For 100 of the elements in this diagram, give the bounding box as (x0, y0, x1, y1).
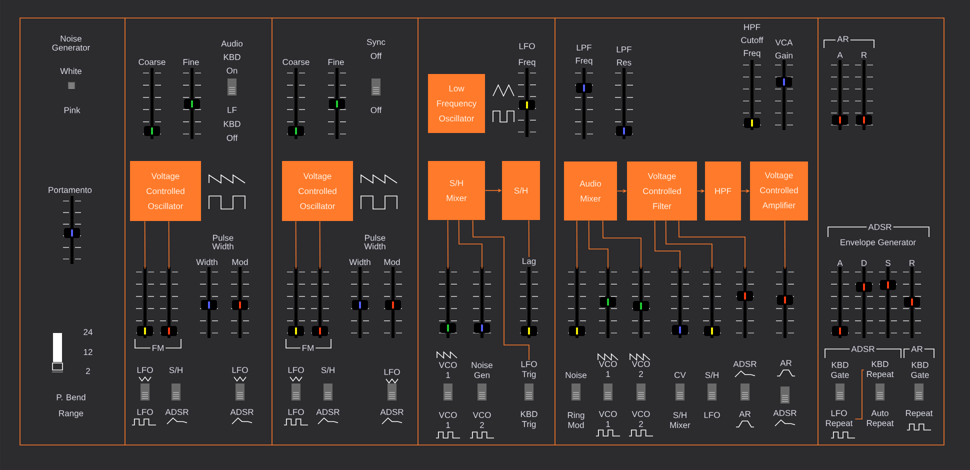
panel-label: ADSR (165, 409, 188, 415)
slider (614, 68, 634, 139)
panel-label: VCO 2 (632, 361, 650, 377)
connector-line (319, 220, 320, 270)
module-box: Low Frequency Oscillator (428, 74, 485, 133)
slider (598, 267, 618, 338)
panel-label: R (910, 260, 915, 266)
panel-label: VCO 2 (472, 412, 491, 428)
slider (472, 267, 492, 338)
panel-label: ADSR (316, 409, 340, 415)
panel-label: Width (196, 258, 218, 266)
connector-line (144, 220, 146, 270)
slider (182, 68, 202, 139)
connector-line (678, 220, 746, 270)
slider (438, 267, 458, 338)
panel-label: ADSR (773, 410, 796, 416)
connector-line (602, 220, 642, 270)
connector-line (588, 220, 608, 270)
slider (776, 267, 794, 338)
slider (702, 267, 722, 338)
panel-label: S/H (169, 366, 182, 374)
slider (830, 60, 850, 130)
panel-label: D (862, 260, 867, 266)
panel-label: KBD Repeat (866, 361, 894, 379)
panel-label: LFO (384, 369, 400, 375)
panel-label: LFO (288, 409, 304, 415)
panel-label: ADSR (230, 409, 254, 415)
panel-label: S/H (321, 366, 334, 374)
slider (830, 267, 850, 338)
panel-label: VCO 2 (632, 411, 650, 427)
connector-line (447, 220, 448, 270)
panel-label: Fine (183, 58, 199, 66)
slider (230, 267, 250, 338)
slider (328, 68, 346, 139)
slider (160, 267, 178, 338)
connector-line (528, 220, 530, 258)
panel-label: S/H (705, 372, 718, 378)
connector-line (472, 220, 530, 360)
slider (384, 267, 402, 338)
module-box: Voltage Controlled Oscillator (130, 161, 201, 221)
module-box: Voltage Controlled Amplifier (750, 162, 808, 220)
connector-line (654, 220, 680, 270)
panel-label: 12 (84, 349, 92, 355)
panel-label: Coarse (282, 59, 310, 65)
slider (286, 68, 306, 139)
panel-label: VCO 1 (598, 411, 617, 427)
slider (142, 68, 162, 139)
connector-line (576, 220, 578, 270)
slider (286, 267, 306, 338)
panel-label: LFO (288, 367, 304, 373)
panel-label: 24 (84, 329, 92, 335)
panel-label: A (837, 260, 843, 266)
slider (878, 267, 898, 338)
panel-label: LF KBD Off (224, 107, 240, 141)
connector-line (665, 220, 712, 270)
slider (736, 267, 754, 338)
panel-label: LFO (137, 367, 153, 373)
module-box: S/H Mixer (428, 161, 485, 220)
slider (670, 267, 690, 338)
panel-label: Noise Gen (472, 362, 492, 378)
slider (62, 196, 82, 264)
module-box: Voltage Controlled Filter (627, 162, 697, 220)
slider (632, 267, 650, 338)
connector-line (168, 220, 170, 270)
panel-label: KBD Trig (520, 411, 538, 429)
connector-line (854, 370, 864, 420)
panel-label: VCO 1 (598, 361, 617, 377)
panel-label: Pulse Width (364, 234, 386, 250)
slider (902, 267, 922, 338)
panel-label: HPF Cutoff Freq (741, 24, 764, 58)
slider (350, 267, 370, 338)
connector-line (295, 220, 296, 270)
panel-label: Pink (64, 106, 80, 114)
panel-label: Lag (522, 258, 536, 266)
panel-label: Auto Repeat (866, 410, 894, 428)
panel-label: CV (674, 372, 686, 378)
panel-label: LPF Freq (576, 44, 592, 66)
slider (568, 267, 586, 338)
panel-label: KBD Gate (911, 362, 929, 378)
slider (310, 267, 330, 338)
panel-label: AR (739, 411, 750, 417)
panel-label: Coarse (138, 59, 166, 65)
panel-label: R (862, 52, 867, 58)
panel-label: LFO (232, 367, 248, 373)
slider (742, 60, 762, 130)
panel-label: 2 (86, 368, 90, 374)
slider (136, 267, 154, 338)
module-box: S/H (502, 161, 540, 220)
panel-label: LFO Repeat (826, 410, 853, 428)
slider (854, 267, 874, 338)
slider (574, 68, 594, 139)
panel-label: Mod (384, 258, 400, 266)
slider (518, 68, 536, 137)
panel-label: Noise Generator (52, 35, 90, 51)
panel-label: ADSR (733, 361, 756, 367)
slider (200, 267, 218, 338)
slider (774, 60, 794, 130)
module-box: HPF (705, 162, 741, 220)
module-box: Voltage Controlled Oscillator (282, 161, 353, 221)
panel-label: FM (150, 344, 166, 352)
